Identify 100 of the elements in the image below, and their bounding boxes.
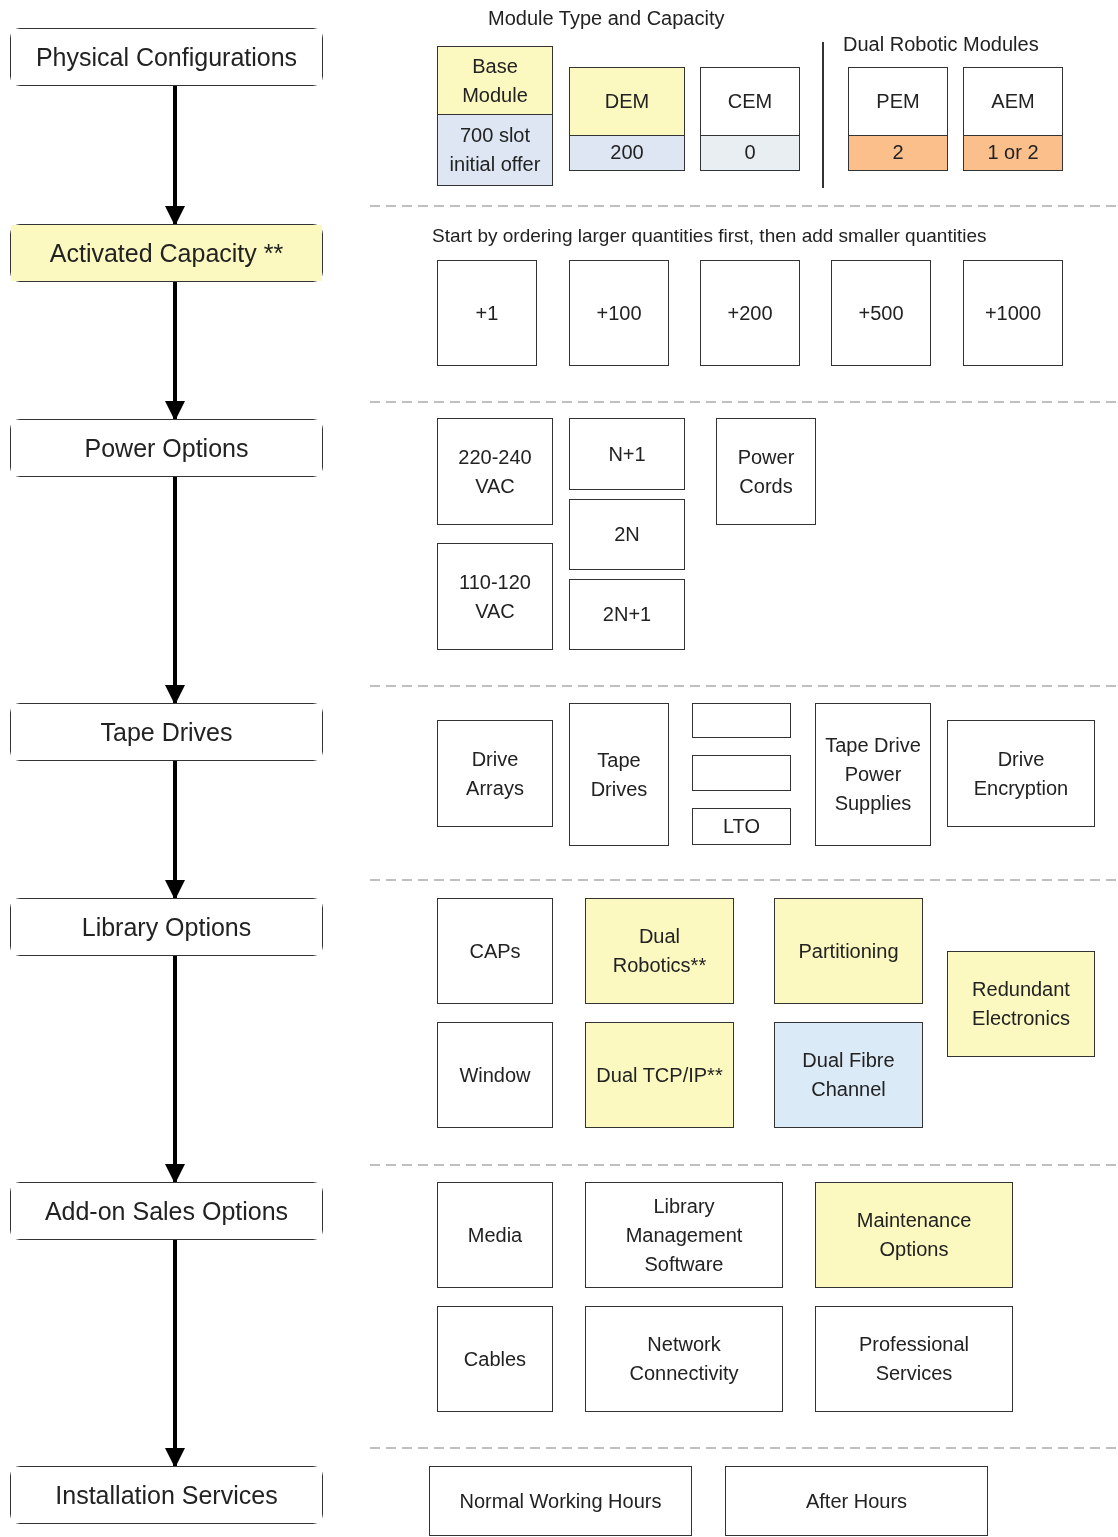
option-text: CEM bbox=[727, 88, 773, 114]
step-box bbox=[10, 898, 323, 956]
option-text: +100 bbox=[596, 300, 642, 326]
option-box bbox=[437, 720, 553, 827]
option-box bbox=[815, 1306, 1013, 1412]
option-box bbox=[437, 260, 537, 366]
option-text: PEM bbox=[876, 88, 920, 114]
option-text: Drive Encryption bbox=[972, 746, 1070, 801]
option-text: CAPs bbox=[469, 938, 521, 964]
step-box bbox=[10, 1466, 323, 1524]
option-text: Activated Capacity ** bbox=[49, 237, 284, 269]
option-text: N+1 bbox=[608, 441, 646, 467]
option-text: 2N+1 bbox=[602, 602, 652, 627]
option-box bbox=[437, 418, 553, 525]
option-text: Normal Working Hours bbox=[459, 1488, 662, 1514]
option-text: Library Management Software bbox=[624, 1193, 744, 1277]
option-text: 2N bbox=[614, 522, 640, 547]
option-box bbox=[947, 720, 1095, 827]
option-box bbox=[963, 260, 1063, 366]
option-text: Base Module bbox=[461, 53, 529, 108]
option-text: Tape Drive Power Supplies bbox=[824, 733, 922, 816]
box bbox=[692, 703, 791, 738]
option-box bbox=[437, 898, 553, 1004]
option-text: LTO bbox=[722, 814, 761, 839]
option-box bbox=[947, 951, 1095, 1057]
heading-text: Start by ordering larger quantities first, then add smaller quantities bbox=[432, 225, 987, 247]
option-text: After Hours bbox=[805, 1488, 908, 1514]
arrow bbox=[165, 956, 185, 1184]
option-text: AEM bbox=[991, 88, 1035, 114]
option-box bbox=[848, 67, 948, 171]
option-text: Power Options bbox=[84, 432, 249, 464]
option-box bbox=[437, 1022, 553, 1128]
option-box bbox=[437, 1306, 553, 1412]
option-text: Drive Arrays bbox=[465, 746, 525, 801]
option-box bbox=[569, 579, 685, 650]
option-box bbox=[692, 808, 791, 845]
option-text: Tape Drives bbox=[100, 716, 233, 748]
arrow bbox=[165, 1240, 185, 1468]
option-box bbox=[815, 703, 931, 846]
option-text: Tape Drives bbox=[589, 747, 649, 802]
option-box bbox=[569, 67, 685, 171]
option-text: +200 bbox=[727, 300, 773, 326]
option-box bbox=[585, 1022, 734, 1128]
step-box bbox=[10, 224, 323, 282]
option-text: +1 bbox=[475, 300, 499, 326]
option-text: Installation Services bbox=[55, 1479, 278, 1511]
heading-text: Dual Robotic Modules bbox=[843, 33, 1039, 56]
capacity-text: 2 bbox=[892, 140, 904, 166]
option-text: Add-on Sales Options bbox=[44, 1195, 289, 1227]
option-text: Physical Configurations bbox=[35, 41, 298, 73]
option-text: Dual Fibre Channel bbox=[801, 1048, 896, 1102]
option-box bbox=[725, 1466, 988, 1536]
step-box bbox=[10, 419, 323, 477]
option-text: Library Options bbox=[81, 911, 252, 943]
option-box bbox=[831, 260, 931, 366]
option-box bbox=[963, 67, 1063, 171]
option-text: Dual Robotics** bbox=[611, 924, 708, 978]
box bbox=[692, 755, 791, 791]
arrow bbox=[165, 477, 185, 705]
option-box bbox=[585, 1182, 783, 1288]
option-box bbox=[429, 1466, 692, 1536]
option-text: Window bbox=[459, 1062, 531, 1088]
option-box bbox=[815, 1182, 1013, 1288]
capacity-text: 200 bbox=[610, 140, 644, 166]
option-text: Partitioning bbox=[798, 938, 899, 964]
option-text: 220-240 VAC bbox=[457, 444, 533, 499]
option-text: +500 bbox=[858, 300, 904, 326]
option-box bbox=[437, 46, 553, 186]
option-text: DEM bbox=[604, 88, 650, 114]
option-box bbox=[569, 499, 685, 570]
option-box bbox=[585, 1306, 783, 1412]
step-box bbox=[10, 28, 323, 86]
capacity-text: 0 bbox=[744, 140, 756, 166]
option-box bbox=[774, 1022, 923, 1128]
capacity-text: 700 slot initial offer bbox=[448, 123, 542, 178]
option-text: Network Connectivity bbox=[628, 1332, 740, 1386]
option-box bbox=[437, 1182, 553, 1288]
option-text: Redundant Electronics bbox=[971, 977, 1071, 1031]
option-box bbox=[437, 543, 553, 650]
option-text: +1000 bbox=[984, 300, 1042, 326]
option-text: Dual TCP/IP** bbox=[596, 1062, 723, 1088]
option-box bbox=[716, 418, 816, 525]
arrow bbox=[165, 761, 185, 900]
option-text: Power Cords bbox=[736, 444, 796, 499]
option-text: 110-120 VAC bbox=[458, 569, 532, 624]
option-box bbox=[700, 67, 800, 171]
heading-text: Module Type and Capacity bbox=[488, 7, 725, 30]
step-box bbox=[10, 703, 323, 761]
arrow bbox=[165, 282, 185, 421]
option-box bbox=[774, 898, 923, 1004]
option-box bbox=[700, 260, 800, 366]
step-box bbox=[10, 1182, 323, 1240]
option-box bbox=[585, 898, 734, 1004]
option-text: Cables bbox=[463, 1346, 527, 1372]
option-box bbox=[569, 260, 669, 366]
option-box bbox=[569, 703, 669, 846]
arrow bbox=[165, 86, 185, 226]
capacity-text: 1 or 2 bbox=[987, 140, 1039, 166]
option-text: Professional Services bbox=[857, 1332, 971, 1386]
option-box bbox=[569, 418, 685, 490]
